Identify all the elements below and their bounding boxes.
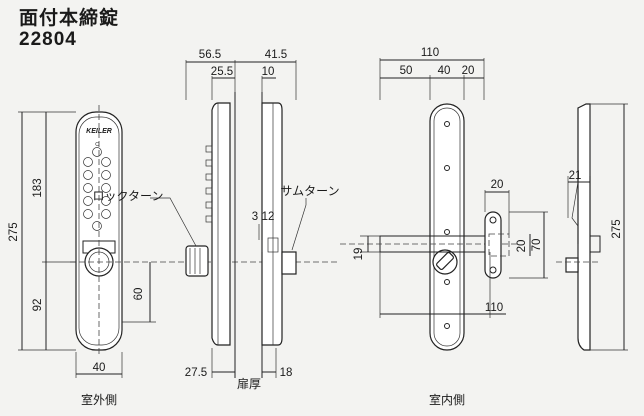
inside-escutcheon bbox=[429, 103, 465, 351]
keypad-button bbox=[83, 170, 93, 180]
escutcheon-inner-edge bbox=[433, 107, 461, 347]
dim-recess-height: 20 bbox=[516, 240, 528, 253]
bolt-stub bbox=[589, 235, 601, 253]
side-plate-profile bbox=[577, 103, 591, 351]
dim-40: 40 bbox=[438, 65, 451, 77]
screw-hole bbox=[444, 165, 450, 171]
keypad: C bbox=[83, 142, 111, 231]
screw-hole bbox=[444, 323, 450, 329]
leader-thumb-turn bbox=[291, 198, 307, 251]
keypad-button bbox=[101, 196, 111, 206]
label-door-thickness: 扉厚 bbox=[237, 377, 261, 391]
inside-view: 110 50 40 20 20 19 20 70 110 室内側 bbox=[340, 47, 548, 407]
key-profile bbox=[205, 173, 213, 181]
dim-inside-bottom: 18 bbox=[280, 367, 293, 379]
dim-plate-depth: 10 bbox=[262, 66, 275, 78]
dim-strike-width: 20 bbox=[491, 179, 504, 191]
right-side-view: 21 275 bbox=[556, 103, 628, 351]
document-title: 面付本締錠 bbox=[19, 8, 120, 29]
strike-recess bbox=[488, 233, 510, 257]
dim-overall-height: 275 bbox=[8, 222, 20, 241]
dim-12: 12 bbox=[262, 211, 275, 223]
side-view: ロックターン サムターン 56.5 41.5 25.5 10 3 12 27.5… bbox=[93, 49, 340, 391]
dim-50: 50 bbox=[400, 65, 413, 77]
thumb-turn-lever bbox=[436, 252, 454, 270]
dim-upper-height: 183 bbox=[32, 178, 44, 197]
label-thumb-turn: サムターン bbox=[280, 184, 339, 198]
thumb-turn bbox=[281, 251, 297, 275]
keypad-button bbox=[101, 170, 111, 180]
dim-lower-height: 92 bbox=[32, 299, 44, 312]
key-profile bbox=[205, 159, 213, 167]
key-profile bbox=[205, 145, 213, 153]
keypad-button bbox=[92, 221, 102, 231]
key-profile bbox=[205, 187, 213, 195]
dim-outside-projection: 56.5 bbox=[199, 49, 221, 61]
screw-hole bbox=[444, 229, 450, 235]
lock-turn-knob bbox=[185, 245, 209, 277]
keypad-button bbox=[83, 196, 93, 206]
keypad-button bbox=[83, 183, 93, 193]
dim-centre-to-bottom: 60 bbox=[133, 288, 145, 301]
inside-escutcheon-profile bbox=[261, 102, 283, 346]
dim-escutcheon-width: 40 bbox=[93, 362, 106, 374]
dim-plate-height: 275 bbox=[611, 219, 623, 238]
keypad-button bbox=[101, 157, 111, 167]
outside-view: KEILER C 275 183 bbox=[8, 105, 340, 407]
dim-outside-bottom: 27.5 bbox=[185, 367, 207, 379]
keypad-button bbox=[101, 183, 111, 193]
outside-escutcheon-profile bbox=[211, 102, 231, 346]
dim-plate-thickness: 21 bbox=[569, 170, 582, 182]
keypad-buttons-side bbox=[205, 145, 213, 223]
model-number: 22804 bbox=[19, 29, 77, 50]
dim-inside-projection: 41.5 bbox=[265, 49, 287, 61]
dim-3: 3 bbox=[252, 211, 258, 223]
key-profile bbox=[205, 201, 213, 209]
inside-view-caption: 室内側 bbox=[429, 392, 465, 407]
brand-logo: KEILER bbox=[86, 128, 112, 135]
keypad-button bbox=[101, 209, 111, 219]
plate-edge-detail bbox=[571, 181, 579, 227]
keypad-button bbox=[92, 147, 102, 157]
dim-overall-width: 110 bbox=[421, 47, 439, 59]
label-lock-turn: ロックターン bbox=[93, 189, 164, 203]
dim-strike-height: 70 bbox=[531, 239, 543, 252]
screw-hole bbox=[444, 121, 450, 127]
strike-plate bbox=[484, 211, 502, 279]
key-profile bbox=[205, 215, 213, 223]
dim-bolt-height: 19 bbox=[353, 248, 365, 261]
outside-view-caption: 室外側 bbox=[81, 392, 117, 407]
keypad-button bbox=[83, 157, 93, 167]
dim-20-top: 20 bbox=[462, 65, 475, 77]
screw-hole bbox=[444, 279, 450, 285]
thumb-turn-base bbox=[267, 237, 279, 253]
thumb-turn-side bbox=[565, 257, 579, 273]
strike-screw bbox=[489, 216, 497, 224]
keypad-button bbox=[83, 209, 93, 219]
dim-bolt-length: 110 bbox=[485, 302, 503, 314]
leader-lock-turn bbox=[150, 197, 197, 247]
keypad-key-label: C bbox=[95, 142, 99, 148]
dim-escutcheon-depth: 25.5 bbox=[211, 66, 233, 78]
